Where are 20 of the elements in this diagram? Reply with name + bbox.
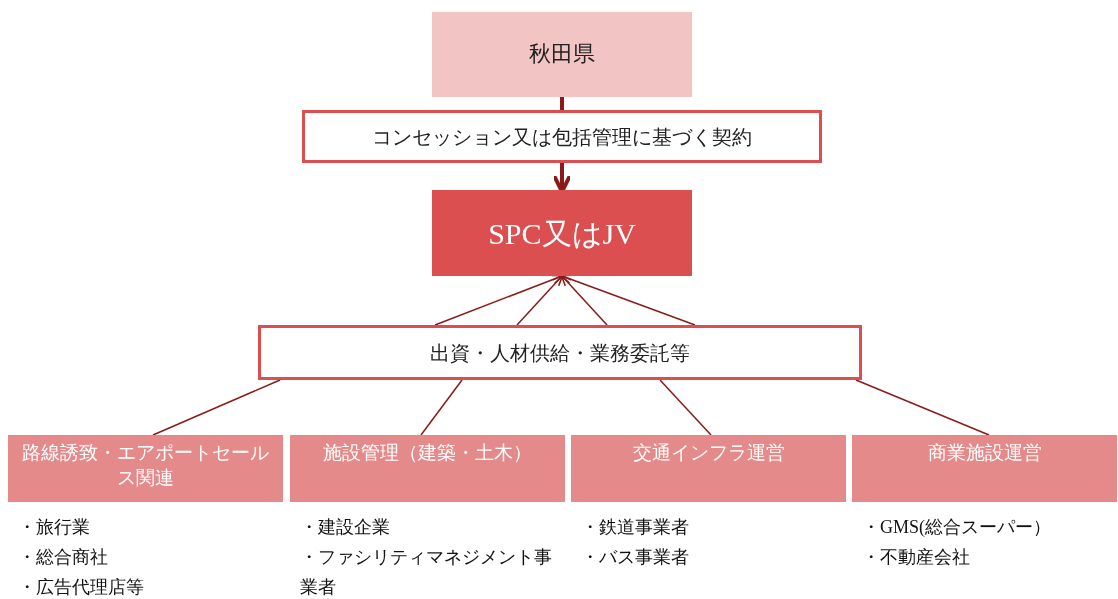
category-box: 交通インフラ運営 [571, 435, 846, 502]
bullet-item: ・バス事業者 [581, 546, 690, 569]
category-box: 施設管理（建築・土木） [290, 435, 565, 502]
bullet-item: ・鉄道事業者 [581, 516, 690, 539]
process-band: 出資・人材供給・業務委託等 [258, 325, 862, 380]
process-band: コンセッション又は包括管理に基づく契約 [302, 110, 822, 163]
category-box: 商業施設運営 [852, 435, 1117, 502]
category-box: 路線誘致・エアポートセールス関連 [8, 435, 283, 502]
bullet-item: ・広告代理店等 [18, 576, 145, 599]
bullet-item: ・ファシリティマネジメント事業者 [300, 546, 553, 599]
bullet-item: ・建設企業 [300, 516, 391, 539]
bullet-item: ・総合商社 [18, 546, 109, 569]
bullet-item: ・GMS(総合スーパー） [862, 516, 1052, 539]
bullet-item: ・不動産会社 [862, 546, 971, 569]
arrow [516, 274, 564, 326]
arrow [560, 274, 608, 326]
entity-box: 秋田県 [432, 12, 692, 97]
entity-box: SPC又はJV [432, 190, 692, 276]
bullet-item: ・旅行業 [18, 516, 91, 539]
arrow [560, 274, 696, 326]
